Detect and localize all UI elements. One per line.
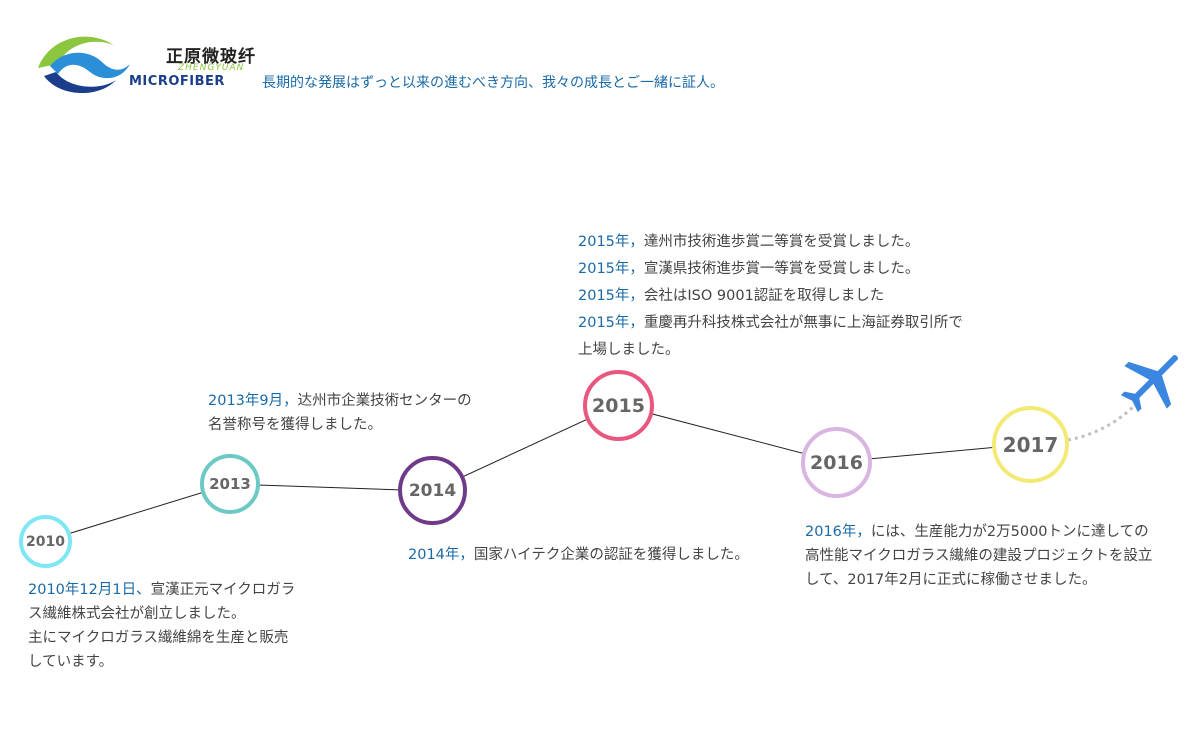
- description-2013: 2013年9月，达州市企業技術センターの名誉称号を獲得しました。: [208, 389, 474, 437]
- description-year: 2014年，: [408, 547, 474, 563]
- description-text: 重慶再升科技株式会社が無事に上海証券取引所で上場しました。: [578, 315, 963, 358]
- description-text: 达州市企業技術センターの名誉称号を獲得しました。: [208, 393, 472, 433]
- description-year: 2010年12月1日、: [28, 582, 151, 598]
- description-text: には、生産能力が2万5000トンに達しての高性能マイクロガラス繊維の建設プロジェ…: [805, 524, 1153, 588]
- description-2015-item-3: 2015年，会社はISO 9001認証を取得しました: [578, 283, 968, 310]
- description-2014: 2014年，国家ハイテク企業の認証を獲得しました。: [408, 543, 760, 567]
- description-text: 宣漢正元マイクロガラス繊維株式会社が創立しました。: [28, 582, 296, 622]
- company-logo[interactable]: 正原微玻纤 ZHENGYUAN MICROFIBER: [30, 28, 255, 98]
- description-year: 2015年，: [578, 315, 644, 331]
- airplane-icon: [1120, 355, 1178, 413]
- slogan-text: 長期的な発展はずっと以来の進むべき方向、我々の成長とご一緒に証人。: [262, 75, 724, 91]
- description-2016: 2016年，には、生産能力が2万5000トンに達しての高性能マイクロガラス繊維の…: [805, 520, 1153, 592]
- year-node-2014[interactable]: 2014: [398, 456, 467, 525]
- year-label: 2015: [592, 394, 645, 417]
- description-text: 宣漢県技術進歩賞一等賞を受賞しました。: [643, 261, 920, 277]
- dotted-flight-path: [1067, 398, 1142, 442]
- description-2015: 2015年，達州市技術進歩賞二等賞を受賞しました。 2015年，宣漢県技術進歩賞…: [578, 229, 968, 364]
- logo-pinyin: ZHENGYUAN: [178, 63, 245, 73]
- description-2015-item-4: 2015年，重慶再升科技株式会社が無事に上海証券取引所で上場しました。: [578, 310, 968, 364]
- description-2015-item-2: 2015年，宣漢県技術進歩賞一等賞を受賞しました。: [578, 256, 968, 283]
- year-label: 2017: [1002, 432, 1059, 457]
- description-text: 会社はISO 9001認証を取得しました: [643, 288, 885, 304]
- year-label: 2014: [408, 480, 457, 501]
- year-node-2010[interactable]: 2010: [19, 515, 72, 568]
- logo-chinese-name: 正原微玻纤: [166, 47, 256, 67]
- year-node-2017[interactable]: 2017: [992, 406, 1069, 483]
- year-label: 2013: [209, 475, 251, 493]
- year-label: 2016: [810, 451, 863, 474]
- logo-swoosh-icon: [38, 36, 130, 94]
- description-2015-item-1: 2015年，達州市技術進歩賞二等賞を受賞しました。: [578, 229, 968, 256]
- description-year: 2015年，: [578, 261, 644, 277]
- year-node-2016[interactable]: 2016: [801, 427, 872, 498]
- year-node-2013[interactable]: 2013: [200, 454, 260, 514]
- year-node-2015[interactable]: 2015: [583, 370, 654, 441]
- year-label: 2010: [26, 533, 65, 550]
- logo-english-name: MICROFIBER: [129, 74, 225, 89]
- description-text: 達州市技術進歩賞二等賞を受賞しました。: [643, 234, 920, 250]
- description-text: 国家ハイテク企業の認証を獲得しました。: [473, 547, 749, 563]
- description-year: 2015年，: [578, 288, 644, 304]
- description-year: 2013年9月，: [208, 393, 298, 409]
- description-year: 2015年，: [578, 234, 644, 250]
- description-2010: 2010年12月1日、宣漢正元マイクロガラス繊維株式会社が創立しました。 主にマ…: [28, 578, 300, 674]
- description-2010-line-1: 2010年12月1日、宣漢正元マイクロガラス繊維株式会社が創立しました。: [28, 578, 300, 626]
- description-year: 2016年，: [805, 524, 871, 540]
- description-2010-line-2: 主にマイクロガラス繊維綿を生産と販売しています。: [28, 630, 289, 670]
